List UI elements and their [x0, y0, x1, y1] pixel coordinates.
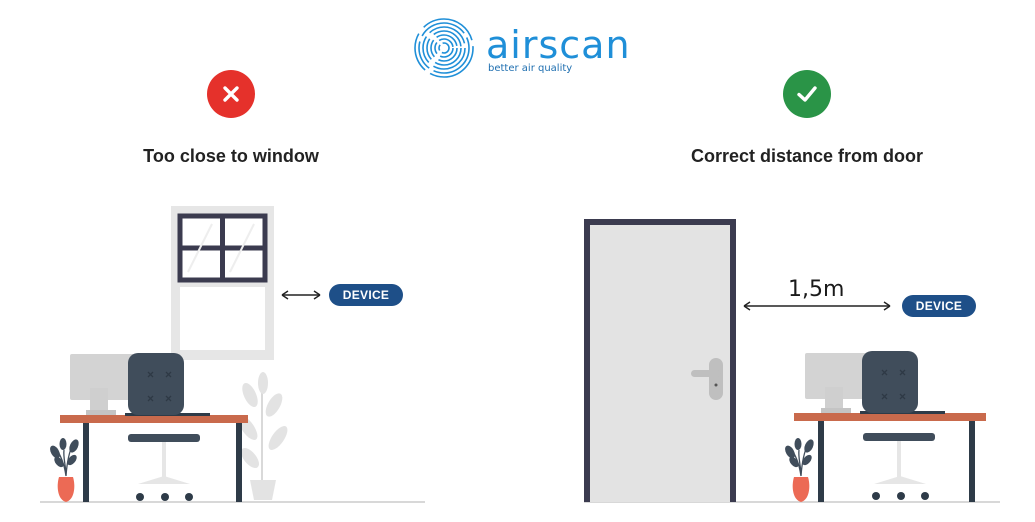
fingerprint-logo-icon	[414, 18, 474, 78]
window-illustration	[171, 206, 274, 360]
small-potted-plant-illustration	[50, 438, 79, 502]
left-caption: Too close to window	[143, 146, 319, 166]
monitor-illustration	[70, 354, 210, 416]
double-arrow-icon	[281, 290, 321, 300]
office-chair-illustration	[862, 351, 935, 500]
window-scene-illustration	[40, 206, 425, 503]
logo-tagline: better air quality	[488, 63, 573, 74]
small-potted-plant-illustration	[785, 438, 814, 502]
tall-plant-illustration	[238, 372, 288, 500]
correct-status-badge	[783, 70, 831, 118]
double-arrow-icon	[743, 301, 891, 311]
distance-label: 1,5m	[788, 277, 845, 302]
desk-illustration	[60, 415, 248, 502]
x-mark-icon	[223, 86, 239, 102]
device-badge-right: DEVICE	[902, 295, 976, 317]
device-badge-left: DEVICE	[329, 284, 403, 306]
logo-wordmark: airscan	[486, 23, 631, 67]
check-mark-icon	[797, 86, 817, 102]
brand-logo: airscan better air quality	[412, 16, 642, 80]
office-chair-illustration	[128, 353, 200, 501]
right-caption: Correct distance from door	[690, 146, 924, 166]
incorrect-status-badge	[207, 70, 255, 118]
desk-illustration	[794, 413, 986, 502]
door-scene-illustration	[584, 219, 1000, 503]
door-illustration	[584, 219, 736, 502]
